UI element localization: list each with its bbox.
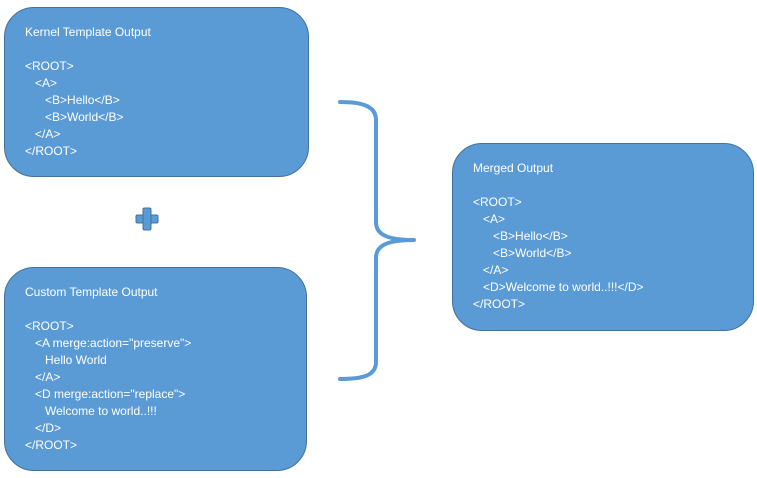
code-line: </ROOT> [473,297,526,311]
code-line: <D>Welcome to world..!!!</D> [473,280,644,294]
code-line: </D> [25,421,62,435]
kernel-box-title: Kernel Template Output [25,25,151,39]
code-line: Hello World [25,353,107,367]
kernel-template-output-box: Kernel Template Output <ROOT> <A> <B>Hel… [4,7,309,177]
code-line: </ROOT> [25,438,78,452]
code-line: Welcome to world..!!! [25,404,157,418]
custom-template-output-box: Custom Template Output <ROOT> <A merge:a… [4,267,307,471]
code-line: <A merge:action="preserve"> [25,336,192,350]
right-curly-brace-icon [338,100,416,381]
merged-box-title: Merged Output [473,161,554,175]
code-line: <A> [25,76,58,90]
code-line: <B>World</B> [473,246,572,260]
code-line: <ROOT> [25,59,74,73]
code-line: </A> [25,370,61,384]
code-line: <B>World</B> [25,110,124,124]
code-line: </A> [473,263,509,277]
code-line: <B>Hello</B> [25,93,120,107]
custom-box-title: Custom Template Output [25,285,158,299]
code-line: <ROOT> [25,319,74,333]
code-line: <B>Hello</B> [473,229,568,243]
plus-icon [135,207,159,231]
merged-output-box: Merged Output <ROOT> <A> <B>Hello</B> <B… [452,143,754,331]
code-line: <D merge:action="replace"> [25,387,186,401]
code-line: <ROOT> [473,195,522,209]
code-line: </ROOT> [25,144,78,158]
code-line: </A> [25,127,61,141]
code-line: <A> [473,212,506,226]
